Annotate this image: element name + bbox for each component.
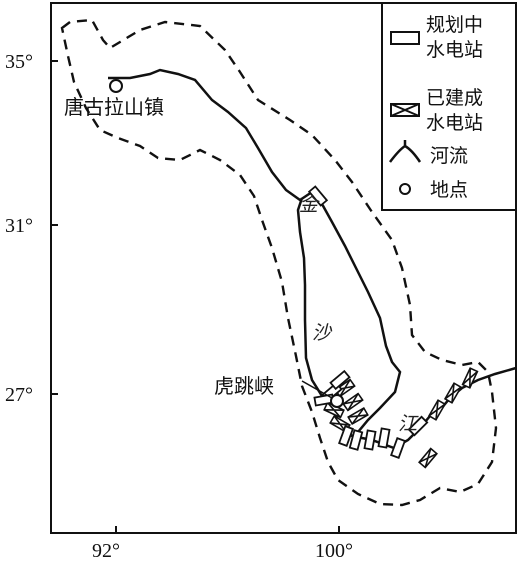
river-char-sha: 沙 [312,322,333,344]
planned-station [377,427,391,449]
planned-station [407,415,429,437]
lat-label-27: 27° [5,384,33,406]
tanggula-label: 唐古拉山镇 [64,95,164,119]
lat-label-35: 35° [5,51,33,73]
legend-place-label: 地点 [430,179,468,201]
legend-planned-label-2: 水电站 [426,39,483,61]
legend-place-icon [399,183,411,195]
hutiaoxia-point [330,394,344,408]
legend-river-icon [389,140,422,163]
planned-station [307,185,329,207]
river-char-jin: 金 [299,194,320,216]
lat-label-31: 31° [5,215,33,237]
built-station [443,382,463,404]
planned-station [329,369,351,391]
basin-boundary [60,18,498,507]
lon-label-100: 100° [315,540,353,562]
built-station [418,447,438,469]
legend-planned-label-1: 规划中 [426,14,483,36]
planned-stations [307,185,429,459]
legend: 规划中 水电站 已建成 水电站 河流 地点 [381,2,517,211]
river-char-jiang: 江 [398,413,419,435]
legend-built-symbol [390,103,420,117]
planned-station [348,429,364,451]
lon-label-92: 92° [92,540,120,562]
planned-station [338,425,354,447]
legend-built-label-1: 已建成 [426,87,483,109]
built-station [347,406,369,426]
planned-station [390,437,406,459]
hutiaoxia-leader [301,380,333,399]
built-stations [323,367,479,469]
built-station [342,392,364,412]
legend-river-label: 河流 [430,145,468,167]
legend-built-label-2: 水电站 [426,112,483,134]
planned-station [363,429,377,451]
jinsha-river [108,68,402,438]
tanggula-point [109,79,123,93]
map-frame [50,2,517,534]
built-station [461,367,479,389]
legend-planned-symbol [390,31,420,45]
hutiaoxia-label: 虎跳峡 [214,374,274,398]
built-station [427,399,447,421]
